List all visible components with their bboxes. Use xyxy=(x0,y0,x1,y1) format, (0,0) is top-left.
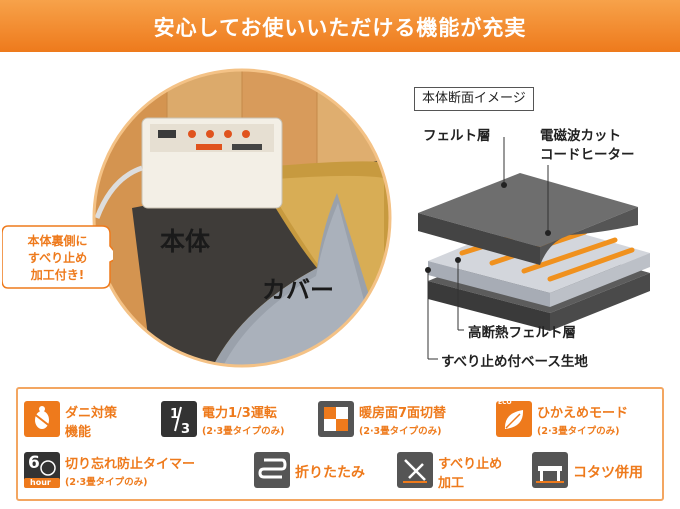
feature-note: (2·3畳タイプのみ) xyxy=(359,426,442,437)
feature-title: 折りたたみ xyxy=(295,465,365,481)
timer-badge-number: 6 xyxy=(28,453,40,473)
callout-line-1: 本体裏側に xyxy=(27,234,88,248)
feature-anti-slip: すべり止め 加工 xyxy=(397,452,527,491)
feature-title: ダニ対策 xyxy=(65,406,118,421)
feature-note: (2·3畳タイプのみ) xyxy=(202,426,285,437)
feature-note: (2·3畳タイプのみ) xyxy=(65,477,148,488)
callout-line-3: 加工付き! xyxy=(30,268,85,282)
feature-panel: ダニ対策 機能 1 3 電力1/3運転 (2·3畳タイプのみ) 暖房面7面切替 … xyxy=(16,387,664,501)
six-hour-timer-icon xyxy=(24,452,60,488)
label-body: 本体 xyxy=(160,227,211,256)
anti-slip-callout-text: 本体裏側に すべり止め 加工付き! xyxy=(2,233,113,284)
feature-timer: 6 hour 切り忘れ防止タイマー (2·3畳タイプのみ) xyxy=(24,452,239,490)
feature-title: ひかえめモード xyxy=(537,406,629,421)
dust-mite-icon xyxy=(24,401,60,437)
header-banner: 安心してお使いいただける機能が充実 xyxy=(0,0,680,52)
room-surface-switch-icon xyxy=(318,401,354,437)
eco-badge-text: ECO xyxy=(498,399,512,406)
label-cover: カバー xyxy=(262,276,334,304)
feature-room-surface-switch: 暖房面7面切替 (2·3畳タイプのみ) xyxy=(318,401,498,439)
banner-title: 安心してお使いいただける機能が充実 xyxy=(153,16,527,40)
feature-one-third-power: 1 3 電力1/3運転 (2·3畳タイプのみ) xyxy=(161,401,321,439)
callout-line-2: すべり止め xyxy=(27,251,88,265)
timer-badge-unit: hour xyxy=(30,478,51,487)
feature-title: 電力1/3運転 xyxy=(202,406,277,421)
product-photo xyxy=(92,68,392,368)
feature-dust-mite: ダニ対策 機能 xyxy=(24,401,172,440)
feature-title-2: 加工 xyxy=(438,476,465,491)
anti-slip-callout-bubble xyxy=(2,225,113,289)
one-third-power-icon: 1 3 xyxy=(161,401,197,437)
kotatsu-icon xyxy=(532,452,568,488)
label-heater-line-1: 電磁波カット xyxy=(540,128,621,144)
feature-title-2: 機能 xyxy=(65,425,92,440)
feature-eco-mode: ECO ひかえめモード (2·3畳タイプのみ) xyxy=(496,399,660,439)
label-felt-layer: フェルト層 xyxy=(423,128,491,144)
svg-text:3: 3 xyxy=(181,422,190,437)
feature-kotatsu: コタツ併用 xyxy=(532,452,660,490)
cross-section-title: 本体断面イメージ xyxy=(414,87,534,111)
eco-leaf-icon xyxy=(496,401,532,437)
label-insulation-layer: 高断熱フェルト層 xyxy=(468,325,576,341)
label-base-layer: すべり止め付ベース生地 xyxy=(441,354,588,370)
svg-text:1: 1 xyxy=(170,407,179,422)
feature-title: 暖房面7面切替 xyxy=(359,406,447,421)
feature-title: 切り忘れ防止タイマー xyxy=(65,457,196,472)
feature-folding: 折りたたみ xyxy=(254,452,394,490)
anti-slip-icon xyxy=(397,452,433,488)
label-heater-line-2: コードヒーター xyxy=(540,147,635,163)
feature-note: (2·3畳タイプのみ) xyxy=(537,426,620,437)
cross-section-diagram xyxy=(418,137,650,360)
feature-title: コタツ併用 xyxy=(573,465,643,481)
fold-icon xyxy=(254,452,290,488)
feature-title: すべり止め xyxy=(438,457,503,472)
